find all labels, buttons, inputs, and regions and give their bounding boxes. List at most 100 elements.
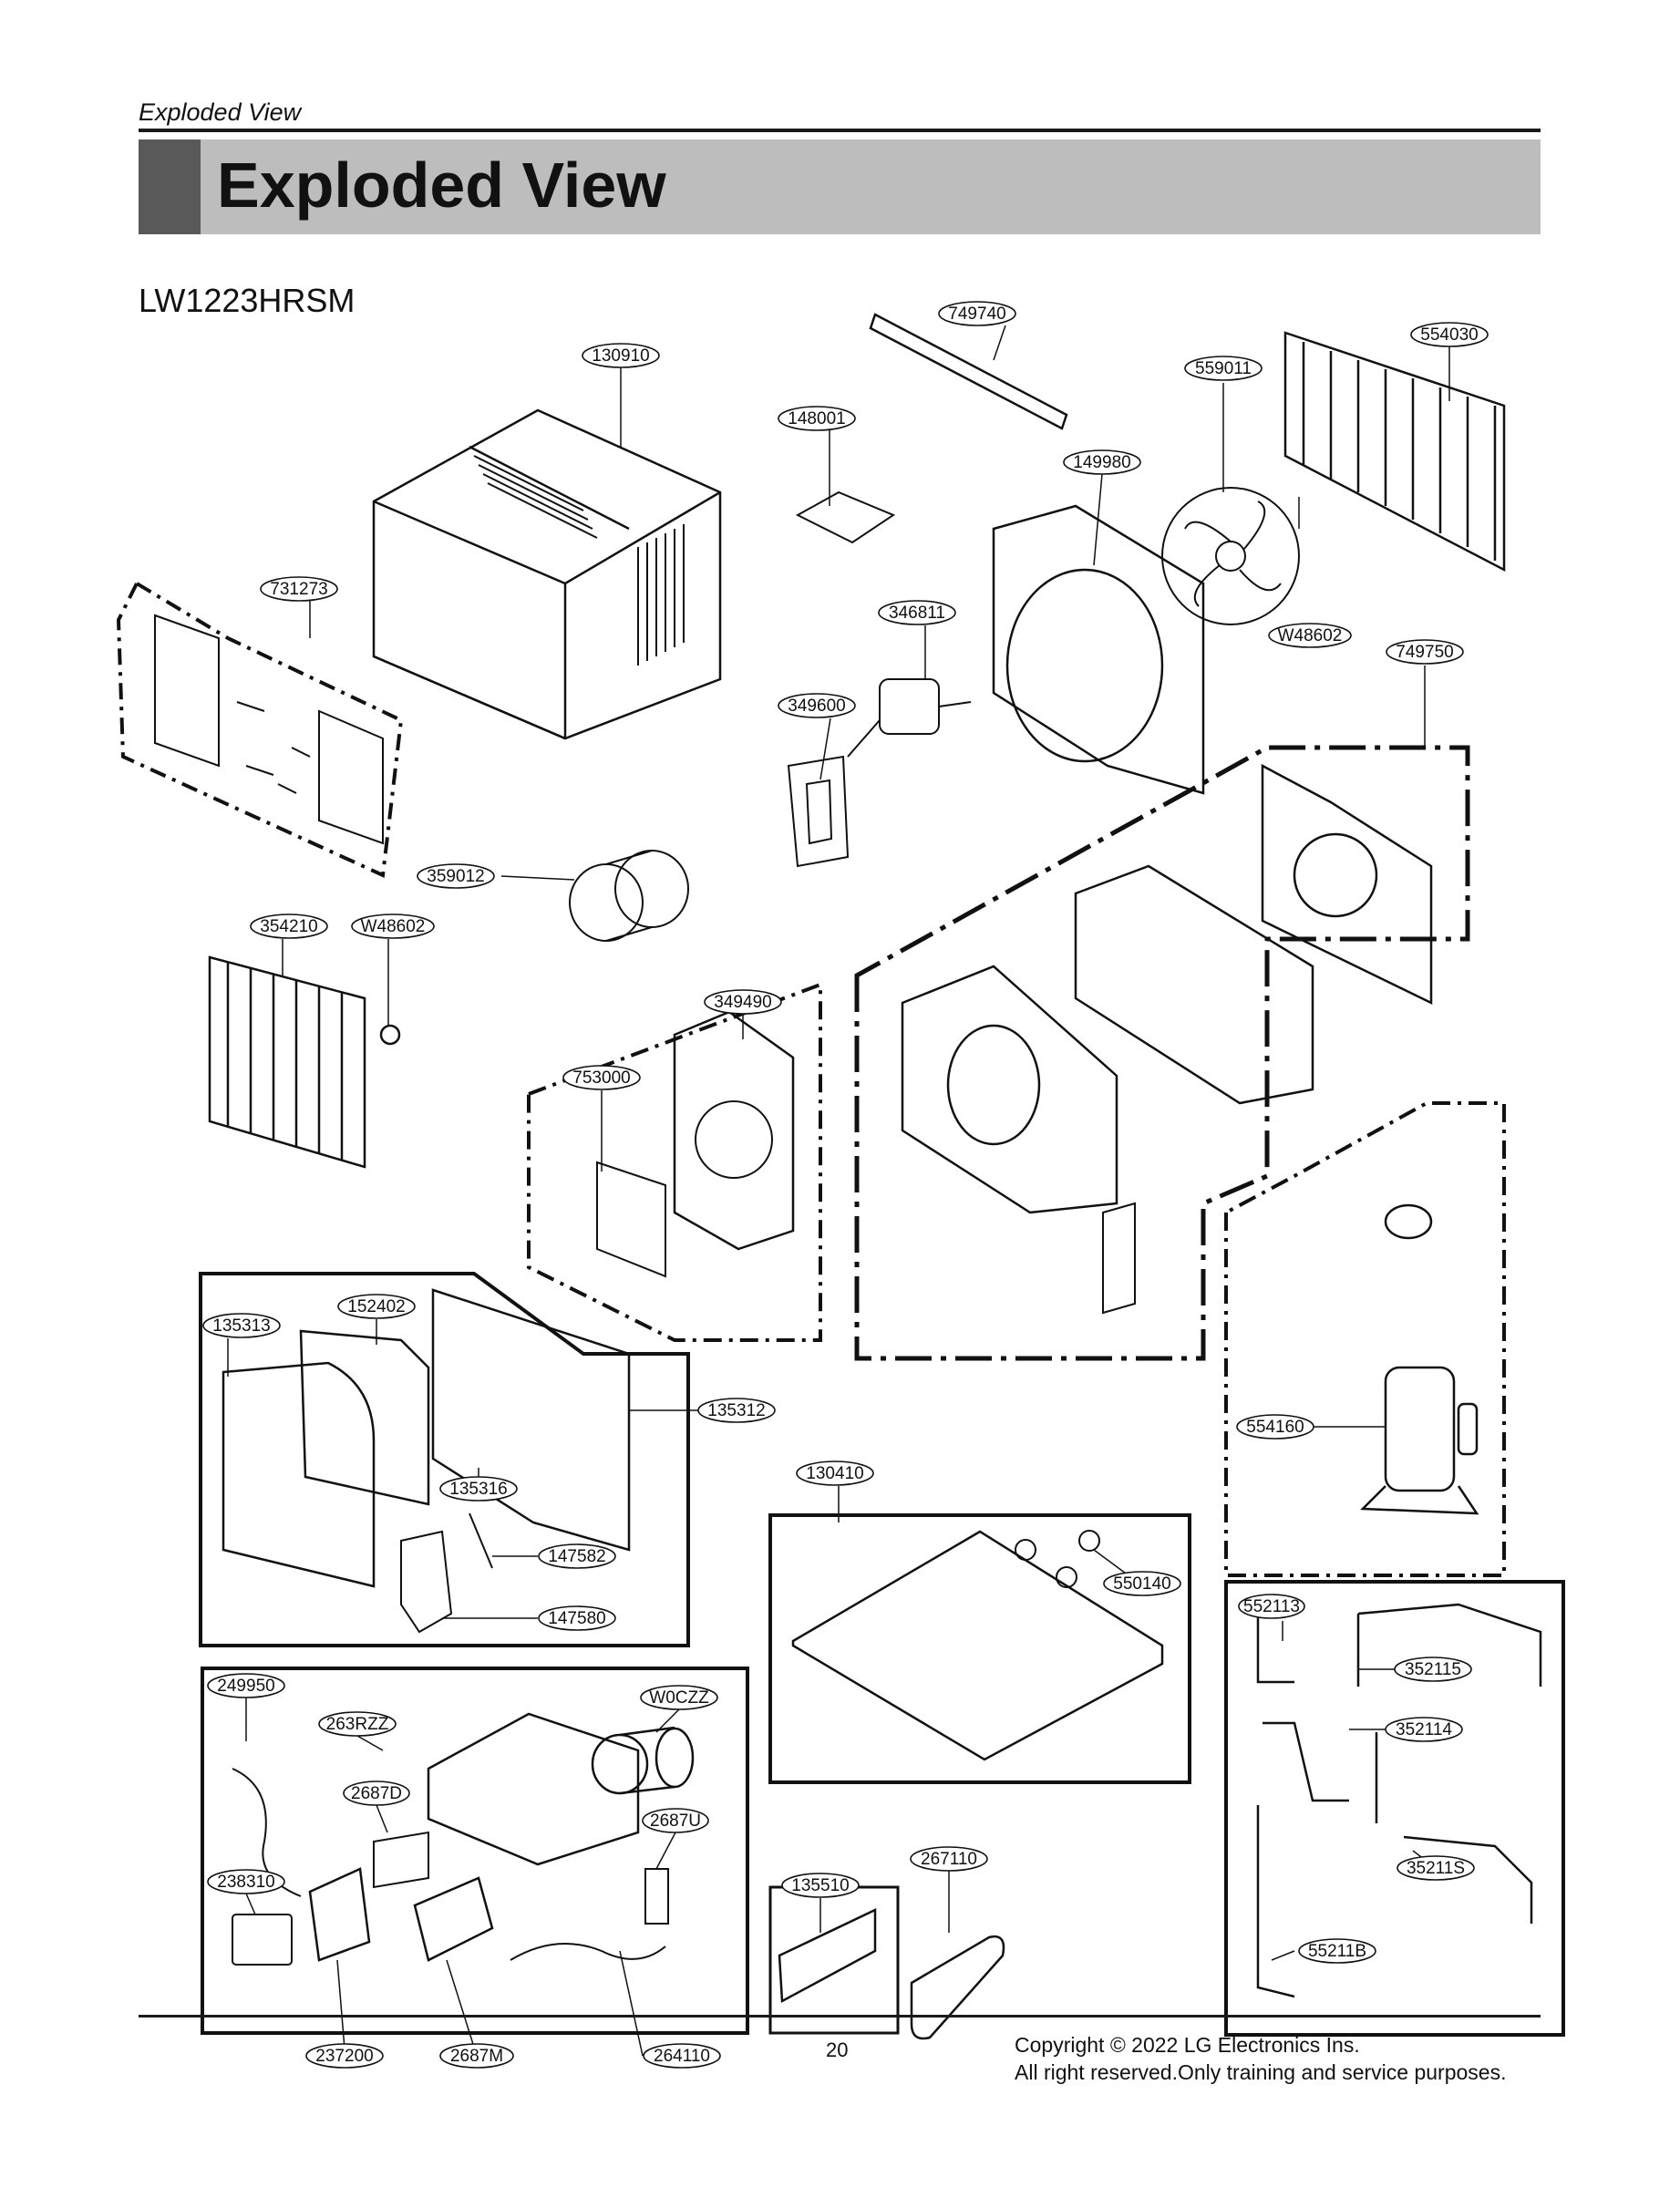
heater-part <box>596 1161 666 1278</box>
svg-text:550140: 550140 <box>1113 1574 1170 1594</box>
side-curtain-parts <box>154 614 384 845</box>
callout-359012: 359012 <box>417 863 495 889</box>
callout-135313: 135313 <box>202 1313 281 1338</box>
svg-text:238310: 238310 <box>217 1873 274 1892</box>
louver-blade-part <box>469 1512 493 1569</box>
callout-264110: 264110 <box>643 2043 721 2069</box>
control-cover-part <box>778 1908 877 2004</box>
callout-35211S: 35211S <box>1397 1855 1475 1881</box>
refrigerant-tube-parts <box>1256 1603 1542 1998</box>
callout-130910: 130910 <box>582 343 660 368</box>
callout-135316: 135316 <box>439 1476 518 1502</box>
svg-text:559011: 559011 <box>1195 359 1252 378</box>
svg-text:749750: 749750 <box>1396 643 1453 662</box>
page-number: 20 <box>826 2038 849 2061</box>
svg-text:135313: 135313 <box>212 1316 270 1336</box>
callout-2687D: 2687D <box>343 1780 410 1806</box>
cabinet-part <box>372 408 722 740</box>
svg-text:152402: 152402 <box>347 1297 405 1316</box>
callout-238310: 238310 <box>207 1869 285 1894</box>
svg-text:2687M: 2687M <box>450 2047 503 2066</box>
callout-W48602-fan: W48602 <box>1268 623 1352 648</box>
svg-text:W48602: W48602 <box>361 917 426 936</box>
callout-55211B: 55211B <box>1298 1938 1376 1964</box>
callout-130410: 130410 <box>796 1460 874 1486</box>
callout-249950: 249950 <box>207 1673 285 1698</box>
group-boundary-control-box <box>768 1885 900 2035</box>
group-boundary-side-curtains <box>116 581 404 878</box>
blower-wheel-part <box>569 850 689 942</box>
svg-text:2687D: 2687D <box>351 1784 402 1803</box>
svg-text:149980: 149980 <box>1073 453 1130 472</box>
capacitor-part <box>591 1726 695 1795</box>
callout-148001: 148001 <box>778 406 856 431</box>
svg-text:W48602: W48602 <box>1278 626 1343 645</box>
svg-text:267110: 267110 <box>921 1850 977 1869</box>
air-filter-part <box>299 1329 430 1506</box>
svg-text:352114: 352114 <box>1396 1720 1452 1739</box>
sub-pcb-part <box>373 1831 429 1889</box>
motor-mount-opening <box>695 1100 773 1179</box>
svg-text:359012: 359012 <box>427 867 484 886</box>
group-boundary-fan-housing <box>854 745 1470 1361</box>
group-boundary-tubes <box>1224 1580 1565 2037</box>
svg-text:55211B: 55211B <box>1308 1942 1366 1961</box>
compressor-part <box>1360 1203 1479 1515</box>
banner-accent-block <box>139 139 201 234</box>
scroll-housing-part <box>1074 864 1314 1105</box>
clip-ring-part <box>379 1024 401 1046</box>
power-cord-part <box>510 1943 666 1961</box>
mount-plate-part <box>795 490 896 544</box>
fan-motor-part <box>847 678 972 758</box>
callout-W0CZZ: W0CZZ <box>640 1685 718 1710</box>
callout-749740: 749740 <box>938 301 1016 326</box>
leader-lines <box>227 325 1450 2057</box>
louver-part <box>400 1530 453 1634</box>
callout-135312: 135312 <box>697 1398 776 1423</box>
svg-text:346811: 346811 <box>889 604 945 623</box>
callout-552113: 552113 <box>1238 1594 1305 1619</box>
svg-text:354210: 354210 <box>260 917 317 936</box>
section-banner: Exploded View <box>139 139 1541 234</box>
callout-354210: 354210 <box>250 913 328 939</box>
remote-control-part <box>910 1935 1005 2040</box>
evaporator-coil-part <box>208 955 366 1169</box>
callout-135510: 135510 <box>781 1873 860 1898</box>
callout-352115: 352115 <box>1394 1656 1472 1682</box>
group-boundary-front-grille <box>199 1272 690 1647</box>
cabinet-vents <box>473 455 685 666</box>
support-bracket-part <box>1102 1202 1136 1315</box>
group-boundary-base-pan <box>768 1513 1191 1784</box>
svg-text:349490: 349490 <box>714 993 771 1012</box>
condenser-shroud-part <box>992 504 1205 795</box>
svg-text:554030: 554030 <box>1420 325 1478 345</box>
callout-149980: 149980 <box>1063 449 1141 475</box>
motor-bracket-part <box>787 755 850 868</box>
svg-text:135316: 135316 <box>449 1480 507 1499</box>
callout-267110: 267110 <box>910 1846 988 1872</box>
motor-mount-panel-part <box>673 1010 795 1251</box>
orifice-panel-part <box>1261 763 1433 1005</box>
copyright-notice: Copyright © 2022 LG Electronics Ins. All… <box>1015 2031 1506 2086</box>
model-number: LW1223HRSM <box>139 282 356 319</box>
banner-title: Exploded View <box>217 150 666 221</box>
svg-text:237200: 237200 <box>315 2047 373 2066</box>
callout-W48602-coil: W48602 <box>351 913 435 939</box>
callout-749750: 749750 <box>1386 639 1464 665</box>
svg-text:552113: 552113 <box>1243 1597 1300 1616</box>
top-bracket-part <box>869 313 1068 430</box>
svg-text:130410: 130410 <box>806 1464 863 1483</box>
display-pcb-part <box>308 1867 371 1962</box>
svg-text:130910: 130910 <box>592 346 649 366</box>
condenser-fan-part <box>1161 487 1300 625</box>
callout-147582: 147582 <box>538 1543 616 1569</box>
svg-text:753000: 753000 <box>572 1068 630 1088</box>
svg-text:2687U: 2687U <box>650 1811 701 1831</box>
callout-2687U: 2687U <box>642 1808 709 1833</box>
callout-346811: 346811 <box>878 600 956 625</box>
callout-753000: 753000 <box>562 1065 641 1090</box>
callout-152402: 152402 <box>337 1294 416 1319</box>
callout-263RZZ: 263RZZ <box>318 1711 397 1737</box>
callout-349490: 349490 <box>704 989 782 1015</box>
